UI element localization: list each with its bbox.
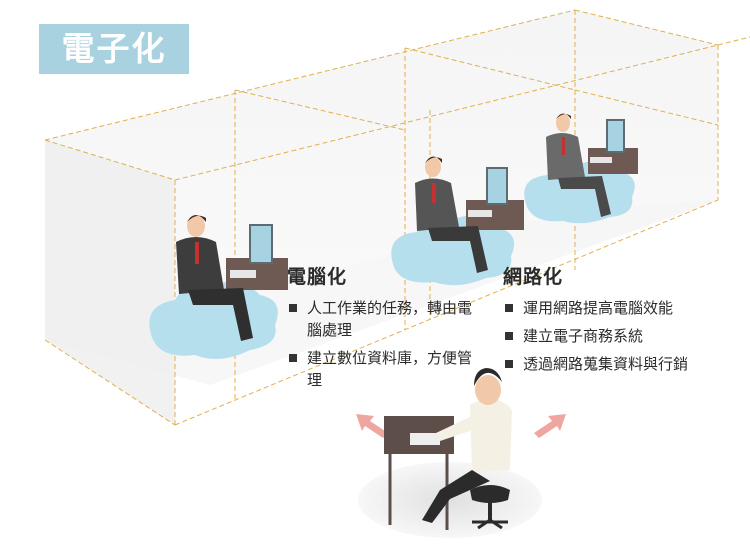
keyboard [468, 210, 492, 217]
section-heading: 電腦化 [287, 266, 348, 288]
arrow-right [534, 414, 566, 438]
bullet-item: 人工作業的任務，轉由電腦處理 [287, 297, 477, 341]
paper [410, 433, 440, 445]
chair-base [472, 518, 508, 530]
tie [432, 183, 436, 203]
tie [562, 137, 565, 155]
hair [474, 368, 502, 386]
suit-legs [188, 288, 253, 341]
hair [556, 113, 571, 119]
shirt [470, 398, 512, 472]
arm [436, 415, 476, 441]
section-heading: 網路化 [503, 266, 564, 288]
head [556, 114, 570, 132]
suit-legs [428, 226, 488, 273]
bullet-item: 運用網路提高電腦效能 [503, 297, 743, 319]
section-networking: 網路化 運用網路提高電腦效能 建立電子商務系統 透過網路蒐集資料與行銷 [503, 262, 743, 381]
section-computerization: 電腦化 人工作業的任務，轉由電腦處理 建立數位資料庫，方便管理 [287, 262, 477, 397]
tie [195, 242, 199, 264]
head [475, 375, 501, 405]
head [425, 157, 441, 177]
keyboard [590, 157, 612, 163]
chair [470, 485, 510, 503]
seated-person [358, 368, 542, 538]
hair [187, 215, 206, 222]
room-left-face [45, 140, 175, 425]
bullet-list: 運用網路提高電腦效能 建立電子商務系統 透過網路蒐集資料與行銷 [503, 297, 743, 375]
monitor [486, 167, 508, 205]
bullet-item: 建立電子商務系統 [503, 325, 743, 347]
arrow-left [356, 414, 388, 438]
floor-shadow [358, 462, 542, 538]
bullet-list: 人工作業的任務，轉由電腦處理 建立數位資料庫，方便管理 [287, 297, 477, 391]
monitor [606, 119, 625, 153]
hair [425, 156, 442, 163]
suit-legs [558, 176, 611, 217]
office-worker-2 [391, 156, 524, 286]
bullet-item: 透過網路蒐集資料與行銷 [503, 353, 743, 375]
page-title-badge: 電子化 [39, 24, 189, 74]
keyboard [230, 270, 256, 278]
office-worker-1 [149, 215, 288, 359]
head [187, 215, 205, 237]
monitor [249, 224, 273, 264]
bullet-item: 建立數位資料庫，方便管理 [287, 347, 477, 391]
suit-torso [415, 178, 459, 231]
legs [422, 470, 490, 523]
suit-torso [546, 133, 585, 180]
suit-torso [176, 237, 224, 294]
office-worker-3 [524, 113, 638, 224]
